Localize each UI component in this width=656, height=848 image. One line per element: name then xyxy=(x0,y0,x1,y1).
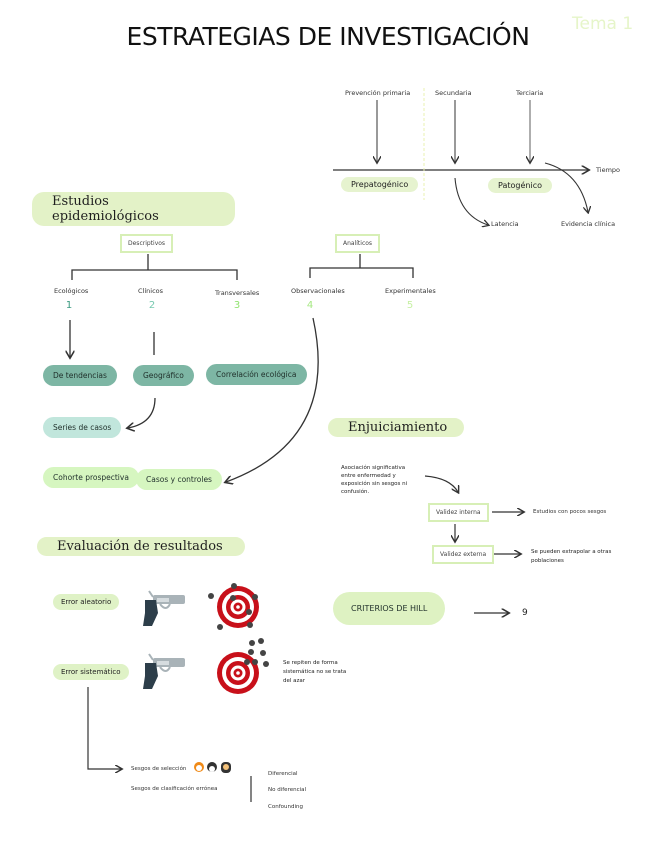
label-sesgos-seleccion: Sesgos de selección xyxy=(131,766,187,772)
timeline-axis xyxy=(333,88,588,200)
label-latencia: Latencia xyxy=(491,220,519,228)
pill-error-sistematico: Error sistemático xyxy=(53,664,129,680)
blob-series-de-casos: Series de casos xyxy=(43,417,122,438)
revolver-icon xyxy=(143,590,185,626)
revolver-icon xyxy=(143,653,185,689)
label-sesgos-clasificacion: Sesgos de clasificación errónea xyxy=(131,786,218,792)
arrow-asociacion xyxy=(424,475,458,492)
arrow-series xyxy=(128,397,156,428)
phase-prepatogenico: Prepatogénico xyxy=(341,177,419,192)
arrow-observacionales xyxy=(226,317,319,482)
label-ecologicos: Ecológicos xyxy=(54,287,89,295)
number-1: 1 xyxy=(65,300,73,311)
people-icons xyxy=(194,762,231,773)
blob-casos-y-controles: Casos y controles xyxy=(136,469,222,490)
arrow-latencia xyxy=(454,177,488,225)
page-title: ESTRATEGIAS DE INVESTIGACIÓN xyxy=(126,22,530,51)
label-estudios-pocos-sesgos: Estudios con pocos sesgos xyxy=(533,509,607,515)
label-no-diferencial: No diferencial xyxy=(268,787,307,793)
target-icon-random xyxy=(208,583,259,630)
heading-evaluacion: Evaluación de resultados xyxy=(37,537,245,556)
topic-label: Tema 1 xyxy=(572,14,634,34)
label-transversales: Transversales xyxy=(215,289,260,297)
label-evidencia-clinica: Evidencia clínica xyxy=(561,220,616,228)
blob-correlacion-ecologica: Correlación ecológica xyxy=(206,364,307,385)
target-icon-systematic xyxy=(217,638,269,694)
heading-estudios: Estudios epidemiológicos xyxy=(32,192,235,226)
label-tiempo: Tiempo xyxy=(596,166,621,174)
heading-enjuiciamiento: Enjuiciamiento xyxy=(328,418,464,437)
pill-error-aleatorio: Error aleatorio xyxy=(53,594,120,610)
arrow-sesgos xyxy=(87,687,121,769)
tree-descriptivos xyxy=(71,254,238,280)
box-validez-externa: Validez externa xyxy=(432,545,495,564)
label-secundaria: Secundaria xyxy=(435,89,472,97)
note-sistematico: Se repiten de forma sistemática no se tr… xyxy=(283,660,347,684)
label-diferencial: Diferencial xyxy=(268,771,298,777)
number-2: 2 xyxy=(148,300,156,311)
box-analiticos: Analíticos xyxy=(335,234,381,253)
number-4: 4 xyxy=(306,300,314,311)
hill-count: 9 xyxy=(522,608,528,618)
label-prevencion-primaria: Prevención primaria xyxy=(345,89,411,97)
number-3: 3 xyxy=(233,300,241,311)
tree-analiticos xyxy=(309,254,414,278)
number-5: 5 xyxy=(406,300,414,311)
blob-cohorte-prospectiva: Cohorte prospectiva xyxy=(43,467,139,488)
label-confounding: Confounding xyxy=(268,804,303,810)
blob-geografico: Geográfico xyxy=(133,365,194,386)
arrow-evidencia xyxy=(544,162,588,212)
note-asociacion: Asociación significativa entre enfermeda… xyxy=(341,465,408,495)
blob-de-tendencias: De tendencias xyxy=(43,365,117,386)
label-clinicos: Clínicos xyxy=(138,287,164,295)
label-observacionales: Observacionales xyxy=(291,287,345,295)
label-experimentales: Experimentales xyxy=(385,287,436,295)
box-descriptivos: Descriptivos xyxy=(120,234,174,253)
label-terciaria: Terciaria xyxy=(516,89,544,97)
blob-criterios-de-hill: CRITERIOS DE HILL xyxy=(333,592,446,625)
box-validez-interna: Validez interna xyxy=(428,503,489,522)
label-extrapolar: Se pueden extrapolar a otras poblaciones xyxy=(531,549,612,564)
phase-patogenico: Patogénico xyxy=(488,178,552,193)
